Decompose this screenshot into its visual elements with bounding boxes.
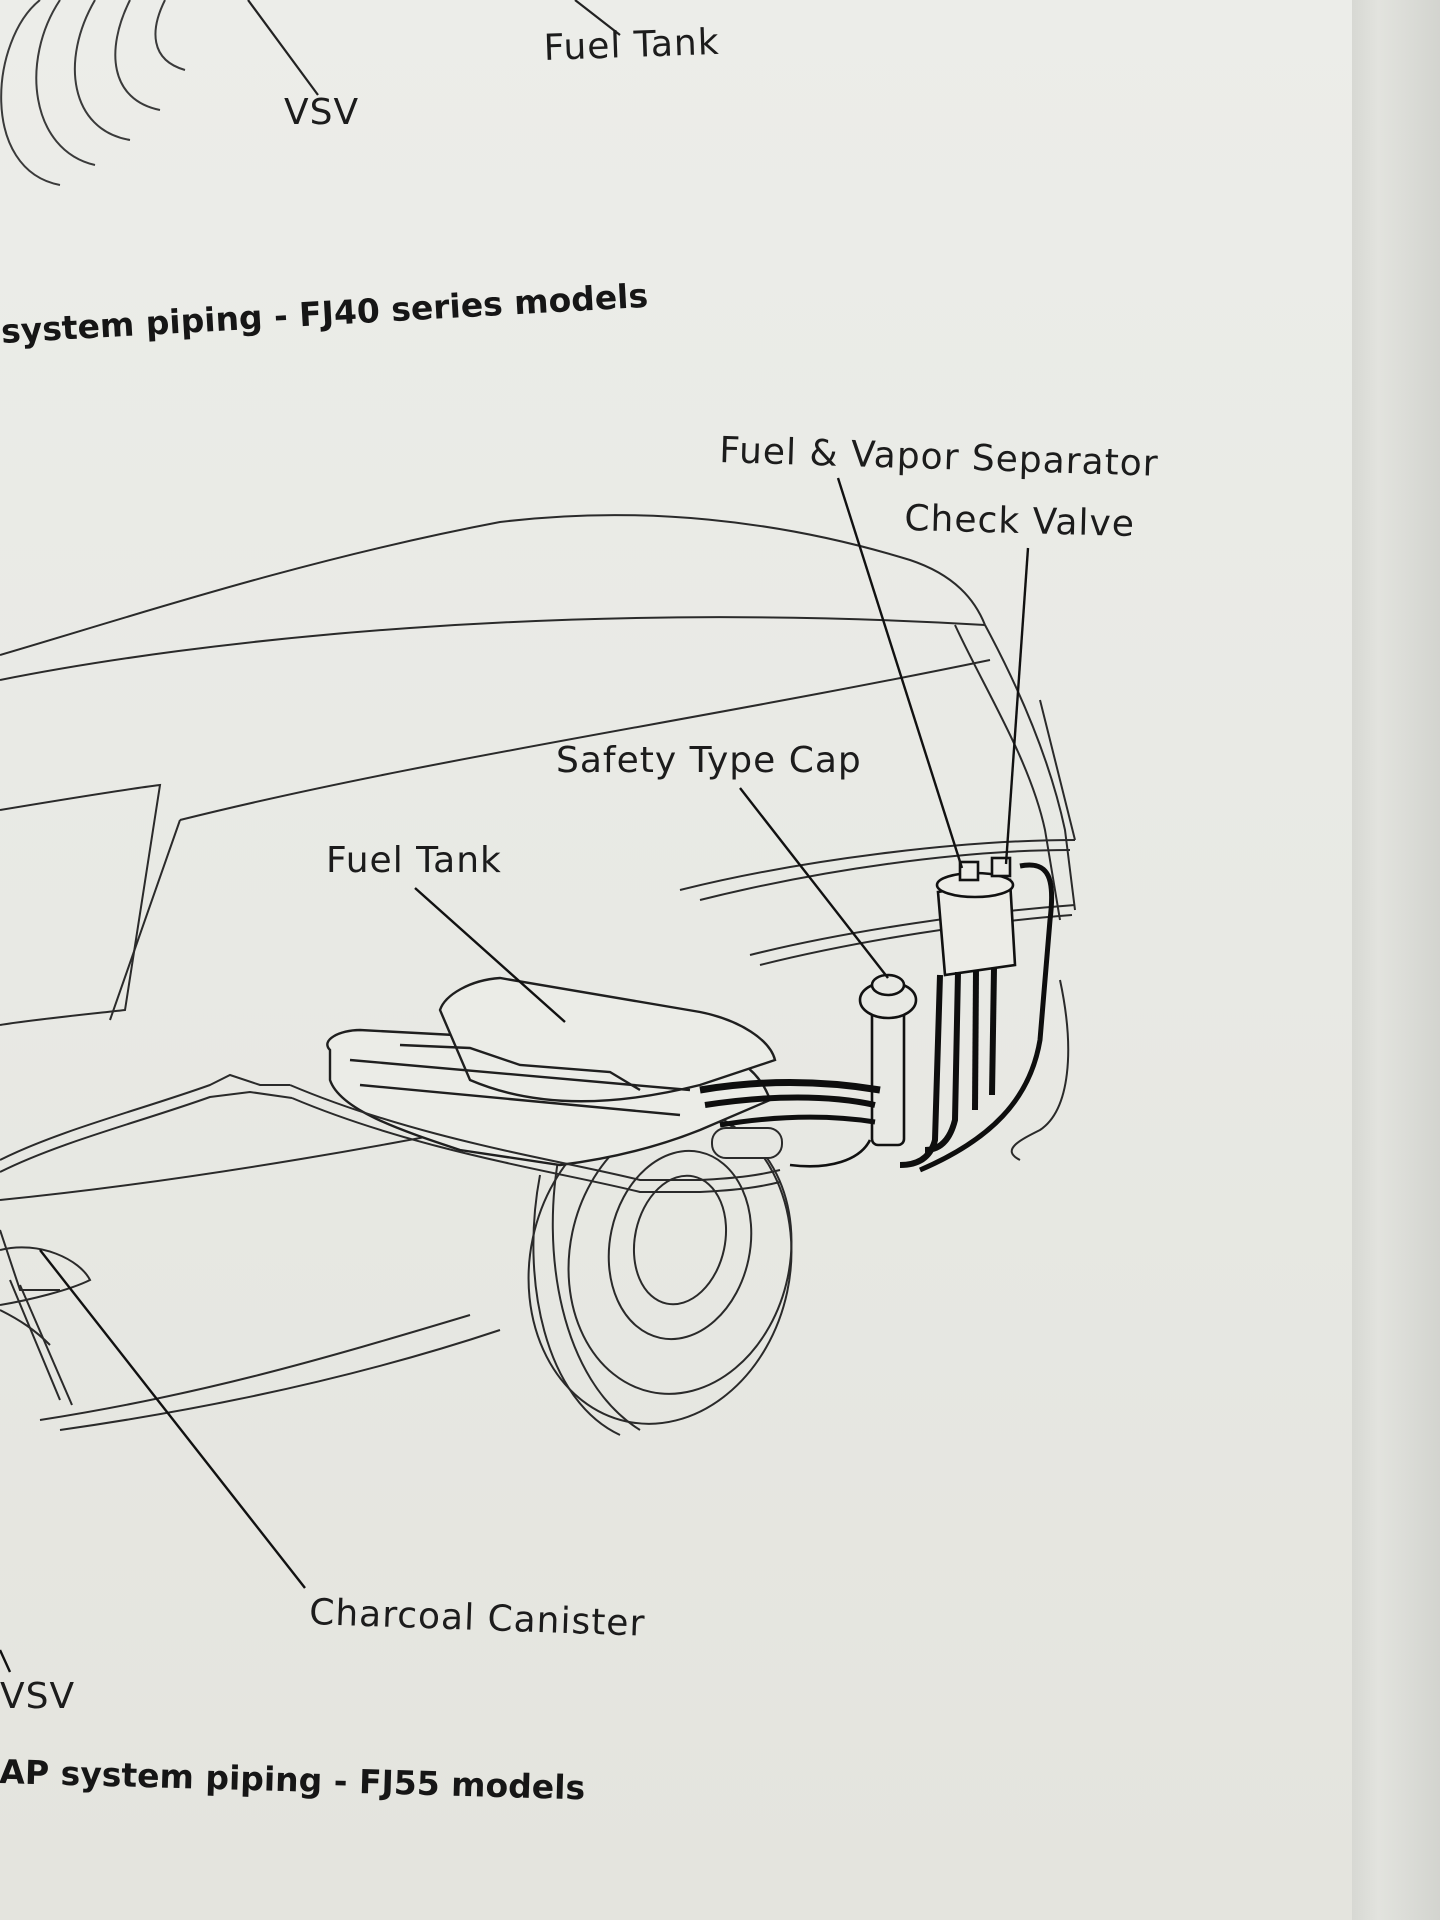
fuel-vapor-separator [935,856,1017,977]
label-fuel-tank-main: Fuel Tank [326,840,502,881]
manual-page [0,0,1356,1920]
leader-lines [0,477,1030,1673]
top-leader-lines [247,0,621,96]
top-wheel-fragment [0,0,186,186]
label-vsv-main: VSV [0,1676,76,1717]
evap-piping [699,862,1055,1173]
charcoal-canister-piping [0,1073,783,1406]
page-edge [1352,0,1440,1920]
label-check-valve: Check Valve [903,498,1136,546]
label-vsv-top: VSV [284,92,360,133]
label-fuel-tank-top: Fuel Tank [543,21,721,69]
fuel-tank [326,976,777,1167]
filler-neck [789,973,918,1168]
label-safety-type-cap: Safety Type Cap [556,740,862,781]
